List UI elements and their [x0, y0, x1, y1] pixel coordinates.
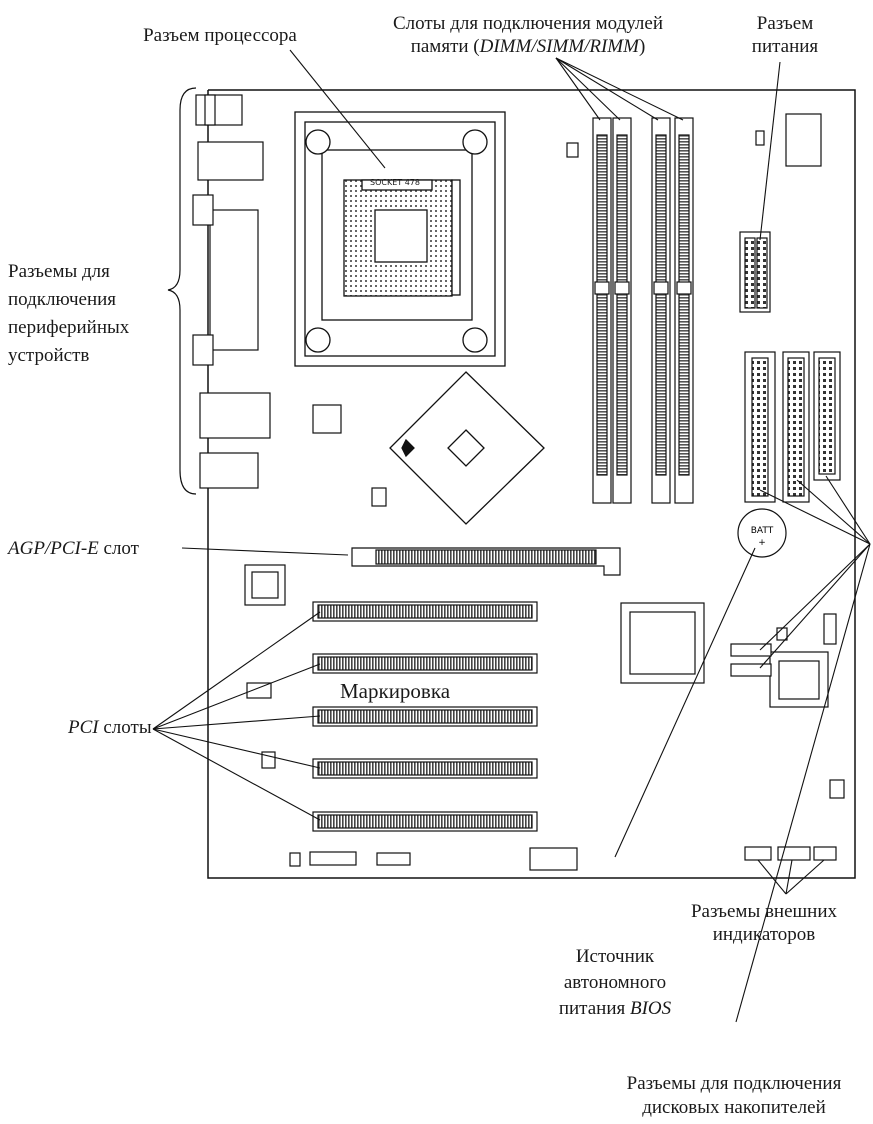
label-indicators: Разъемы внешних индикаторов [664, 900, 864, 946]
label-peripheral-line1: Разъемы для [8, 258, 129, 286]
label-memory-slots: Слоты для подключения модулей памяти (DI… [348, 12, 708, 58]
label-drives: Разъемы для подключения дисковых накопит… [600, 1072, 868, 1120]
label-power: Разъем питания [740, 12, 830, 58]
label-memory-line2: памяти (DIMM/SIMM/RIMM) [348, 35, 708, 58]
label-peripheral-line4: устройств [8, 342, 129, 370]
pci-slots [313, 602, 537, 831]
label-battery: Источник автономного питания BIOS [530, 944, 700, 1022]
label-drives-line1: Разъемы для подключения [600, 1072, 868, 1096]
power-connector [740, 232, 770, 312]
peripheral-brace [168, 88, 196, 494]
rear-io-connectors [193, 95, 270, 488]
label-cpu-socket-text: Разъем процессора [143, 25, 297, 46]
label-indicators-line2: индикаторов [664, 923, 864, 946]
label-memory-line1: Слоты для подключения модулей [348, 12, 708, 35]
socket-marking: SOCKET 478 [370, 178, 420, 188]
label-battery-line1: Источник [530, 944, 700, 970]
label-indicators-line1: Разъемы внешних [664, 900, 864, 923]
cpu-socket-module [295, 112, 505, 366]
agp-slot [352, 548, 620, 575]
indicator-connectors [745, 847, 836, 860]
label-marking: Маркировка [340, 680, 450, 703]
label-peripheral-line3: периферийных [8, 314, 129, 342]
northbridge-chip [390, 372, 544, 524]
label-power-line2: питания [740, 35, 830, 58]
label-pci-slots: PCI слоты [68, 716, 152, 739]
label-power-line1: Разъем [740, 12, 830, 35]
label-peripheral-line2: подключения [8, 286, 129, 314]
battery-sign: + [758, 538, 766, 548]
battery-text: BATT [751, 526, 774, 536]
memory-slots [593, 118, 693, 503]
label-battery-line2: автономного [530, 970, 700, 996]
label-battery-line3: питания BIOS [530, 996, 700, 1022]
label-cpu-socket: Разъем процессора [110, 24, 330, 47]
label-drives-line2: дисковых накопителей [600, 1096, 868, 1120]
label-peripherals: Разъемы для подключения периферийных уст… [8, 258, 129, 370]
label-agp-slot: AGP/PCI-E слот [8, 537, 139, 560]
